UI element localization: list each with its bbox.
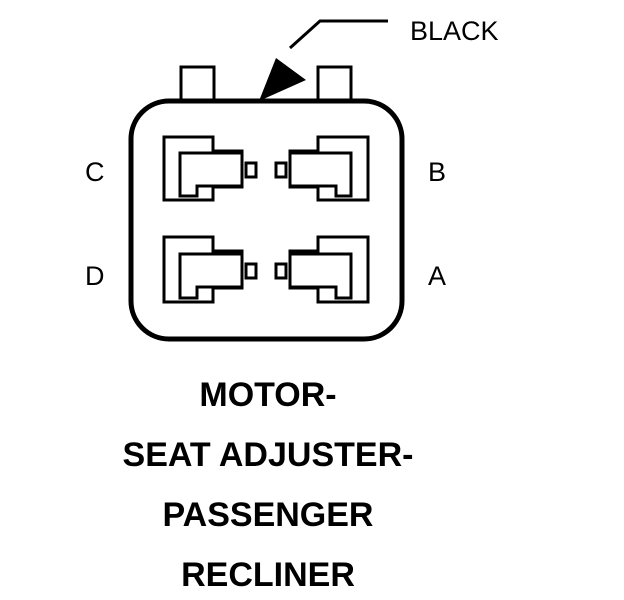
housing-tabs [179,65,353,101]
title-line-2: SEAT ADJUSTER- [123,436,414,474]
connector-housing [128,98,405,342]
connector-title: MOTOR- SEAT ADJUSTER- PASSENGER RECLINER [123,376,414,594]
callout-arrowhead [259,58,306,101]
title-line-1: MOTOR- [199,376,336,414]
pin-label-a: A [428,261,446,291]
cavity-a [274,235,370,304]
terminal-cavities [162,135,370,304]
cavity-b [274,135,370,202]
cavity-c [162,135,258,202]
color-callout-label: BLACK [410,16,499,46]
callout-leader-line [288,19,388,50]
black-callout: BLACK [259,16,499,101]
left-tab [179,65,216,101]
title-line-4: RECLINER [181,556,355,594]
right-tab [316,65,353,101]
title-line-3: PASSENGER [163,496,374,534]
pin-label-b: B [428,157,446,187]
pin-label-c: C [85,157,105,187]
pin-label-d: D [85,261,105,291]
cavity-d [162,235,258,304]
